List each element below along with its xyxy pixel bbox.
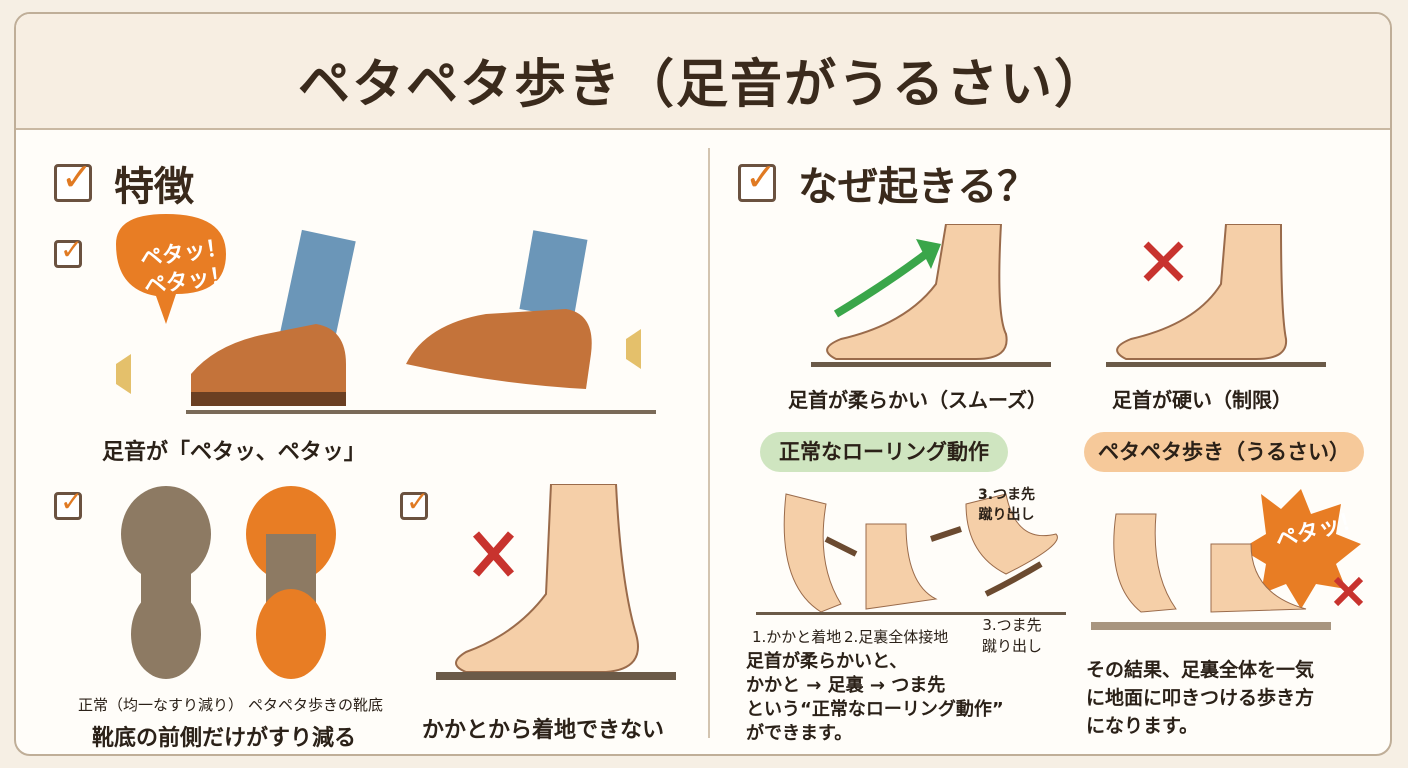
left-pant-leg (279, 229, 356, 349)
title-bar: ペタペタ歩き（足音がうるさい） (16, 14, 1390, 130)
stiff-caption: 足首が硬い（制限） (1112, 388, 1292, 412)
speaker-icon (116, 354, 131, 394)
stiff-ankle-illustration (1106, 224, 1326, 367)
checkbox-icon: ✓ (54, 485, 83, 520)
checkbox-icon: ✓ (400, 485, 429, 520)
floor (436, 672, 676, 680)
step3-top-label: 3.つま先 蹴り出し (978, 487, 1036, 523)
page-title: ペタペタ歩き（足音がうるさい） (297, 55, 1108, 115)
flexible-ankle-illustration (811, 224, 1051, 367)
feature2-caption: 靴底の前側だけがすり減る (92, 726, 357, 751)
right-shoe (406, 309, 592, 389)
foot (455, 484, 639, 673)
step1-label: 1.かかと着地 (752, 628, 842, 646)
flexible-caption: 足首が柔らかい（スムーズ） (788, 388, 1047, 412)
cross-icon (1333, 576, 1364, 607)
checkbox-icon: ✓ (54, 233, 83, 268)
foot-no-heel-illustration (436, 484, 676, 680)
left-shoe (191, 324, 346, 404)
checkbox-icon: ✓ (54, 155, 93, 202)
why-heading: なぜ起きる？ (798, 164, 1038, 210)
normal-rolling-illustration (756, 493, 1066, 615)
foot-slap (1210, 543, 1307, 613)
foot-flat (865, 523, 938, 610)
shoe-soles-illustration (121, 486, 336, 679)
foot (826, 224, 1008, 360)
petapeta-illustration (1091, 489, 1364, 630)
infographic-card: ペタペタ歩き（足音がうるさい） ✓ 特徴 ✓ ペタッ！ ペタッ！ 足音が「ペタッ… (14, 12, 1392, 756)
foot (1116, 224, 1288, 360)
cross-icon (1143, 241, 1184, 282)
checkbox-icon: ✓ (738, 155, 777, 202)
step3-label: 3.つま先 蹴り出し (982, 616, 1043, 655)
foot-heel-strike (783, 493, 842, 613)
step2-label: 2.足裏全体接地 (844, 628, 949, 646)
cross-icon (472, 531, 515, 577)
arrow-icon (824, 526, 1043, 597)
floor-line (186, 410, 656, 414)
burst-icon (1241, 489, 1361, 609)
foot (1113, 513, 1177, 613)
features-heading: 特徴 (114, 164, 194, 210)
explain-right: その結果、足裏全体を一気 に地面に叩きつける歩き方 になります。 (1086, 659, 1315, 737)
green-arrow-icon (833, 250, 929, 318)
speech-bubble-icon (116, 214, 226, 324)
foot-toe-off (965, 493, 1058, 575)
shoe-illustration (116, 214, 656, 414)
divider (708, 148, 710, 738)
right-pant-leg (519, 230, 588, 319)
speaker-icon (626, 329, 641, 369)
normal-rolling-pill: 正常なローリング動作 (760, 432, 1008, 472)
feature1-caption: 足音が「ペタッ、ペタッ」 (102, 440, 366, 465)
petapeta-pill: ペタペタ歩き（うるさい） (1084, 432, 1364, 472)
sole-normal-label: 正常（均一なすり減り） (78, 696, 244, 714)
explain-left: 足首が柔らかいと、 かかと → 足裏 → つま先 という“正常なローリング動作”… (746, 651, 1004, 744)
feature3-caption: かかとから着地できない (422, 718, 665, 743)
sole-petapeta-label: ペタペタ歩きの靴底 (248, 696, 384, 714)
